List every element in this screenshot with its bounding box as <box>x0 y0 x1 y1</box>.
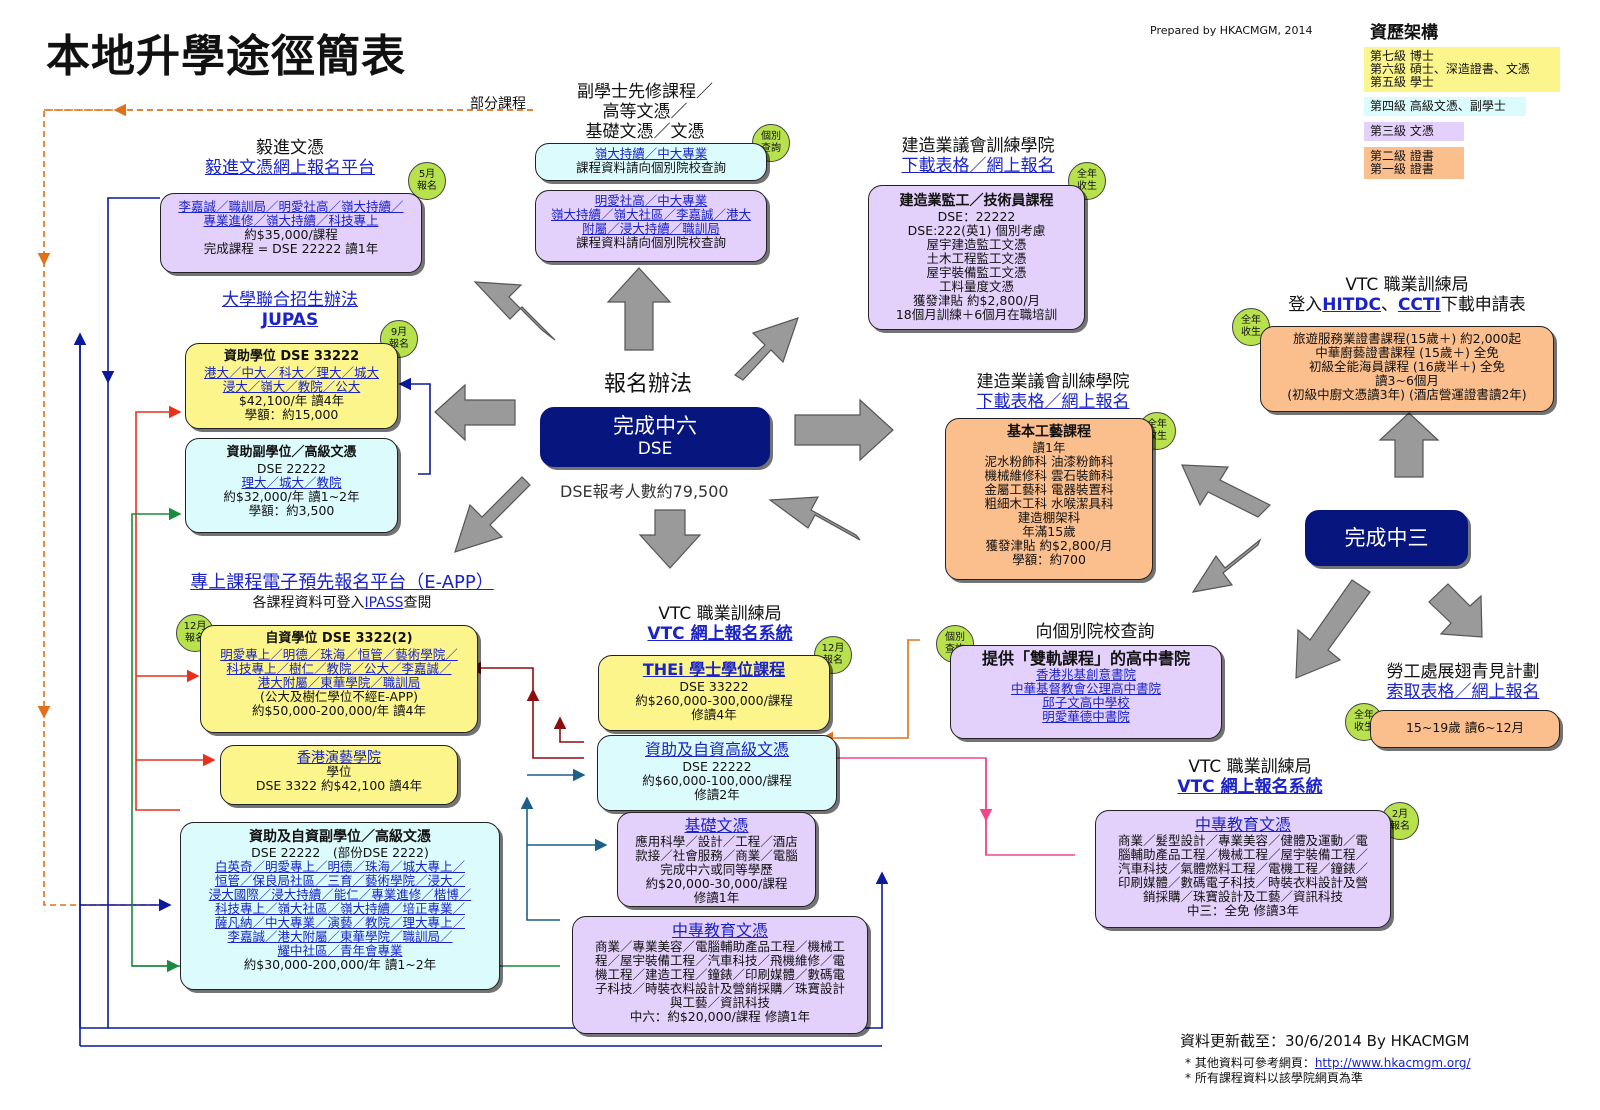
ccti-link[interactable]: CCTI <box>1397 295 1441 315</box>
update-note: 資料更新截至：30/6/2014 By HKACMGM <box>1180 1032 1470 1050</box>
associate-pre-lav-box: 明愛社高／中大專業 嶺大持續／嶺大社區／李嘉誠／港大 附屬／浸大持續／職訓局 課… <box>535 190 767 262</box>
dual-track-box: 提供「雙軌課程」的高中書院 香港兆基創意書院中華基督教會公理高中書院 邱子文高中… <box>950 645 1222 739</box>
youth-box: 15~19歲 讀6~12月 <box>1370 710 1560 748</box>
vtc-thei-link[interactable]: VTC 網上報名系統 <box>647 624 793 644</box>
eapp-heading: 專上課程電子預先報名平台（E-APP） 各課程資料可登入IPASS查閱 <box>172 573 512 613</box>
cic-top-link[interactable]: 下載表格／網上報名 <box>901 156 1055 176</box>
jupas-link[interactable]: 大學聯合招生辦法 <box>222 290 358 310</box>
prepared-by: Prepared by HKACMGM, 2014 <box>1150 24 1313 37</box>
vtc-right-box: 旅遊服務業證書課程(15歲＋) 約2,000起中華廚藝證書課程 (15歲＋) 全… <box>1260 326 1554 412</box>
yijin-heading: 毅進文憑 毅進文憑網上報名平台 <box>160 138 420 178</box>
mid-dip6-box: 中專教育文憑 商業／專業美容／電腦輔助產品工程／機械工程／屋宇裝備工程／汽車科技… <box>572 916 868 1034</box>
legend-level-3: 第三級 文憑 <box>1364 122 1464 141</box>
dual-track-heading: 向個別院校查詢 <box>1035 622 1155 642</box>
associate-pre-heading: 副學士先修課程／高等文憑／基礎文憑／文憑 <box>577 82 713 142</box>
vtc-mid-link[interactable]: VTC 網上報名系統 <box>1177 777 1323 797</box>
vtc-mid-box: 中專教育文憑 商業／髮型設計／專業美容／健體及運動／電腦輔助產品工程／機械工程／… <box>1095 810 1391 928</box>
youth-heading: 勞工處展翅青見計劃 索取表格／網上報名 <box>1368 662 1558 702</box>
cic-top-heading: 建造業議會訓練學院 下載表格／網上報名 <box>868 136 1088 176</box>
ipass-link[interactable]: IPASS <box>364 595 404 611</box>
legend-level-21: 第二級 證書第一級 證書 <box>1364 147 1464 179</box>
website-link[interactable]: http://www.hkacmgm.org/ <box>1314 1056 1471 1070</box>
cic-mid-link[interactable]: 下載表格／網上報名 <box>976 392 1130 412</box>
website-note: * 其他資料可參考網頁：http://www.hkacmgm.org/ <box>1185 1056 1471 1070</box>
flow-arrows <box>434 267 1483 679</box>
youth-link[interactable]: 索取表格／網上報名 <box>1386 682 1540 702</box>
page-title: 本地升學途徑簡表 <box>46 31 406 82</box>
partial-courses-label: 部分課程 <box>470 96 526 112</box>
legend-level-765: 第七級 博士第六級 碩士、深造證書、文憑第五級 學士 <box>1364 47 1560 92</box>
associate-box: 資助及自資副學位／高級文憑 DSE 22222 (部份DSE 2222) 白英奇… <box>180 822 500 990</box>
legend-heading: 資歷架構 <box>1370 23 1438 43</box>
yijin-platform-link[interactable]: 毅進文憑網上報名平台 <box>205 158 375 178</box>
foundation-box: 基礎文憑 應用科學／設計／工程／酒店款接／社會服務／商業／電腦完成中六或同等學歷… <box>617 812 816 907</box>
hitdc-link[interactable]: HITDC <box>1322 295 1381 315</box>
complete-f3-box: 完成中三 <box>1305 510 1468 566</box>
complete-f6-box: 完成中六 DSE <box>540 407 770 467</box>
vtc-right-heading: VTC 職業訓練局 登入HITDC、CCTI下載申請表 <box>1288 275 1526 315</box>
cic-mid-box: 基本工藝課程 讀1年泥水粉飾科 油漆粉飾科機械維修科 雲石裝飾科 金屬工藝科 電… <box>945 418 1153 580</box>
yijin-box: 李嘉誠／職訓局／明愛社高／嶺大持續／ 專業進修／嶺大持續／科技專上 約$35,0… <box>160 193 422 273</box>
jupas-sub-link[interactable]: JUPAS <box>261 310 319 330</box>
jupas-heading: 大學聯合招生辦法 JUPAS <box>185 290 395 330</box>
eapp-link[interactable]: 專上課程電子預先報名平台（E-APP） <box>190 572 494 593</box>
vtc-mid-heading: VTC 職業訓練局 VTC 網上報名系統 <box>1140 757 1360 797</box>
jupas-degree-box: 資助學位 DSE 33222 港大／中大／科大／理大／城大浸大／嶺大／教院／公大… <box>185 343 398 429</box>
eapp-box: 自資學位 DSE 3322(2) 明愛專上／明德／珠海／恒管／藝術學院／科技專上… <box>200 625 478 733</box>
cic-mid-heading: 建造業議會訓練學院 下載表格／網上報名 <box>948 372 1158 412</box>
legend-level-4: 第四級 高級文憑、副學士 <box>1364 97 1526 116</box>
apply-method-label: 報名辦法 <box>604 372 693 397</box>
vtc-thei-heading: VTC 職業訓練局 VTC 網上報名系統 <box>620 604 820 644</box>
associate-pre-cyan-box: 嶺大持續／中大專業 課程資料請向個別院校查詢 <box>535 143 767 181</box>
dse-count: DSE報考人數約79,500 <box>560 482 729 501</box>
disclaimer-note: * 所有課程資料以該學院網頁為準 <box>1185 1071 1363 1085</box>
